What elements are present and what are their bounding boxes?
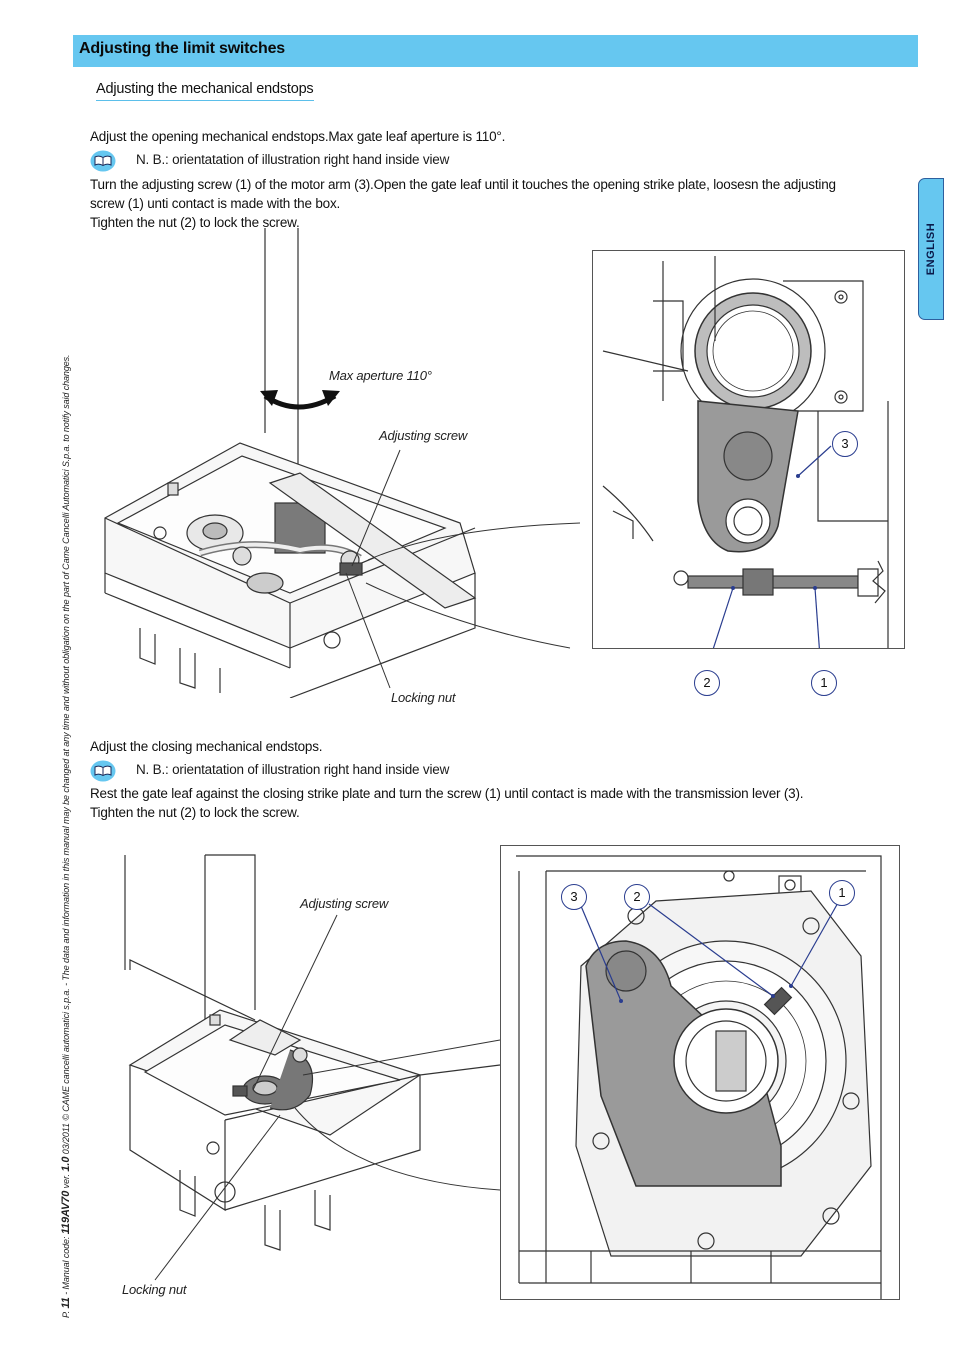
detail-view-closing [500,845,900,1300]
figure-opening-endstop [104,228,580,698]
label-max-aperture: Max aperture 110° [329,368,432,383]
section2-instruction-2: Tighten the nut (2) to lock the screw. [90,805,300,820]
callout-2: 2 [694,670,720,696]
book-icon [90,760,116,782]
language-label: ENGLISH [925,222,937,276]
note-text: N. B.: orientatation of illustration rig… [136,152,450,167]
callout-3: 3 [832,431,858,457]
callout-2-b: 2 [624,884,650,910]
label-adjusting-screw: Adjusting screw [379,428,468,443]
section2-instruction-1: Rest the gate leaf against the closing s… [90,786,804,801]
section-title: Adjusting the limit switches [79,40,285,57]
footer-manual-code: 119AV70 [60,1190,72,1235]
detail-view-opening [592,250,905,672]
section1-instruction-2: screw (1) unti contact is made with the … [90,196,341,211]
section1-instruction-1: Turn the adjusting screw (1) of the moto… [90,177,836,192]
callout-1-b: 1 [829,880,855,906]
language-tab[interactable]: ENGLISH [918,178,944,320]
note-text: N. B.: orientatation of illustration rig… [136,762,450,777]
section2-intro: Adjust the closing mechanical endstops. [90,739,323,754]
detail-drawing [602,256,889,672]
footer-page-number: 11 [60,1297,72,1309]
footer-code-prefix: - Manual code: [61,1234,71,1298]
detail-drawing-2 [516,855,882,1299]
footer-page-prefix: P. [61,1310,71,1318]
page-footer: P. 11 - Manual code: 119AV70 ver. 1.0 03… [60,355,72,1318]
label-locking-nut-2: Locking nut [122,1282,187,1297]
callout-3-b: 3 [561,884,587,910]
label-locking-nut: Locking nut [391,690,456,705]
footer-version: 1.0 [60,1156,72,1172]
footer-ver-prefix: ver. [61,1171,71,1191]
section1-intro: Adjust the opening mechanical endstops.M… [90,129,506,144]
section-header: Adjusting the limit switches [73,35,918,67]
subheading: Adjusting the mechanical endstops [96,81,314,101]
footer-disclaimer: 03/2011 © CAME cancelli automatici s.p.a… [61,354,71,1157]
section1-instruction-3: Tighten the nut (2) to lock the screw. [90,215,300,230]
figure-closing-endstop [124,854,501,1281]
callout-1: 1 [811,670,837,696]
label-adjusting-screw-2: Adjusting screw [300,896,389,911]
book-icon [90,150,116,172]
